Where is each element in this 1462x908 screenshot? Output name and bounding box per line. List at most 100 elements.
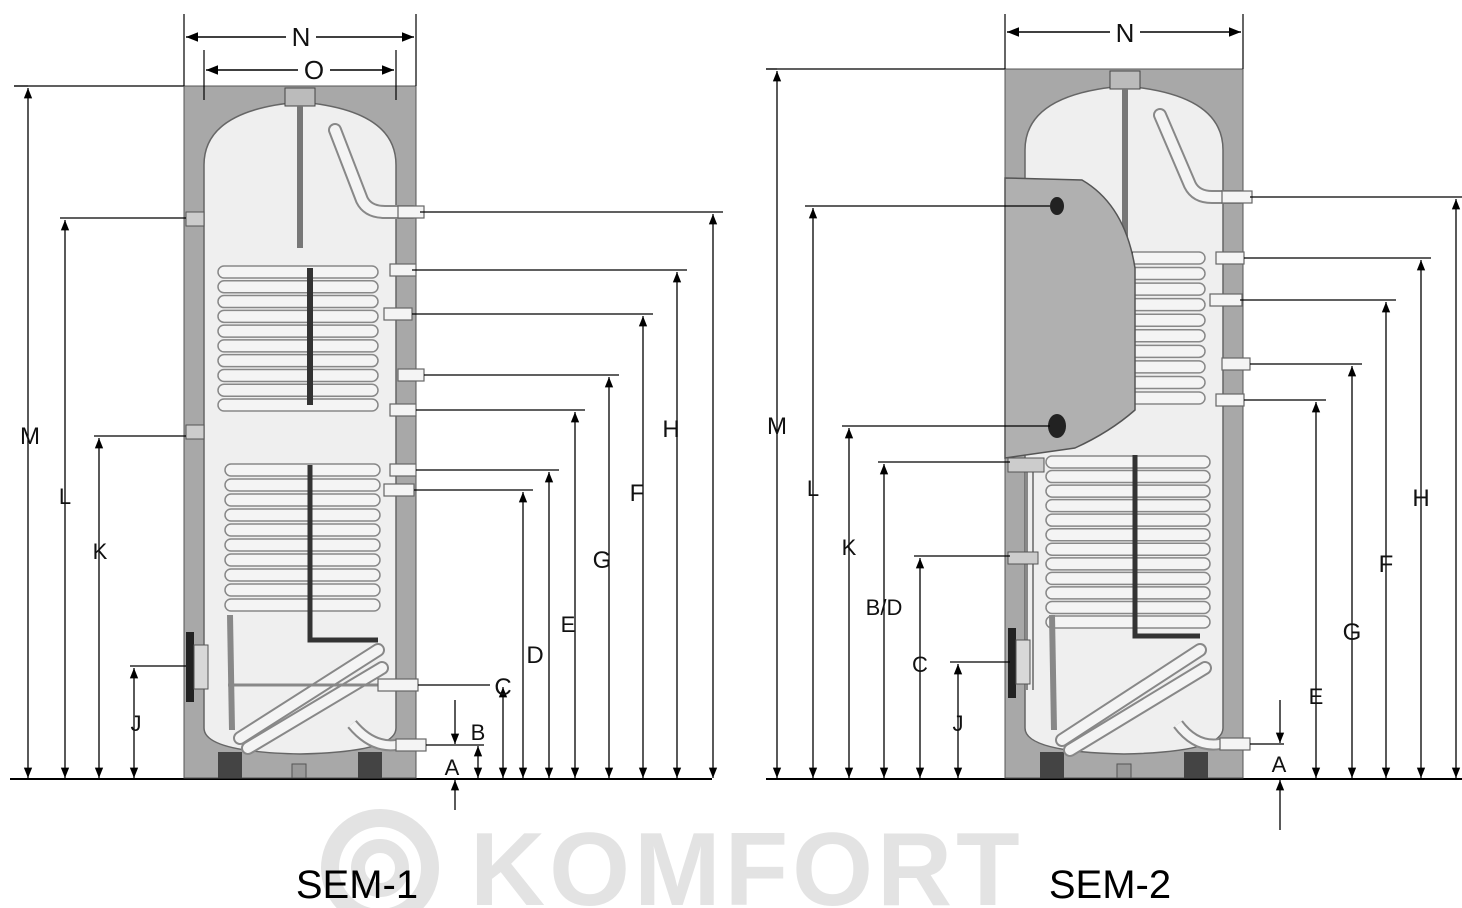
sem2-flange-cover: [1015, 639, 1031, 685]
sem2-upper-coil: [1125, 251, 1206, 405]
sem2-drawing: N M L K B/D C J A E G F H SEM-2: [766, 14, 1462, 907]
sem1-lower-coil-core: [307, 465, 378, 643]
connection-stub: [1215, 393, 1245, 407]
coil-turn: [217, 324, 379, 338]
sem1-dimension-lines: [14, 85, 723, 810]
sem1-dim-e-label: E: [561, 612, 576, 637]
sem2-width-dimensions: N: [1004, 14, 1244, 69]
coil-turn: [224, 598, 381, 612]
sem2-dim-k-label: K: [842, 535, 857, 560]
sem2-heating-element: [1026, 465, 1212, 757]
sem2-heat-pump-module: [1004, 177, 1136, 459]
sem2-socket-bd: [1007, 457, 1045, 473]
sem2-dimension-lines: [766, 68, 1462, 830]
connection-stub: [1219, 737, 1251, 751]
sem2-foot-left: [1040, 752, 1064, 778]
sem1-drawing: N O M L K J A B C D E G F H SEM-1: [10, 14, 723, 907]
coil-turn: [1045, 498, 1211, 513]
coil-turn: [224, 583, 381, 597]
sem1-connection-stubs: [377, 205, 427, 752]
coil-turn: [224, 478, 381, 492]
sem2-lower-coil: [1045, 455, 1211, 629]
coil-turn: [224, 523, 381, 537]
sem2-height-labels: M L K B/D C J A E G F H: [767, 413, 1430, 777]
coil-turn: [224, 463, 381, 477]
sem2-socket-c: [1007, 551, 1039, 565]
coil-turn: [217, 265, 379, 279]
coil-turn: [1125, 344, 1206, 359]
sem1-dim-j-label: J: [131, 711, 142, 736]
sem1-dim-l-label: L: [59, 484, 71, 509]
coil-turn: [217, 383, 379, 397]
connection-stub: [1215, 251, 1245, 265]
watermark-text: KOMFORT: [470, 812, 1024, 908]
sem2-dim-m-label: M: [767, 413, 787, 440]
sem2-lower-coil-core: [1132, 455, 1200, 639]
sem2-dim-f-label: F: [1379, 551, 1394, 578]
connection-stub: [389, 463, 417, 477]
sem1-dim-h-label: H: [662, 416, 679, 443]
coil-turn: [217, 339, 379, 353]
sem1-dim-g-label: G: [593, 547, 612, 574]
connection-stub: [1209, 293, 1243, 307]
sem1-dim-f-label: F: [630, 480, 645, 507]
sem2-title: SEM-2: [1049, 863, 1171, 907]
coil-turn: [1045, 484, 1211, 498]
sem2-dim-l-label: L: [807, 476, 819, 501]
coil-turn: [217, 280, 379, 294]
sem2-dim-e-label: E: [1309, 684, 1324, 709]
coil-turn: [224, 538, 381, 552]
coil-turn: [1125, 313, 1206, 327]
komfort-watermark: KOMFORT: [321, 809, 1024, 908]
sem1-width-o-label: O: [304, 55, 324, 85]
coil-turn: [1125, 375, 1206, 390]
sem2-width-n-label: N: [1116, 18, 1135, 48]
sem1-dim-m-label: M: [20, 423, 40, 450]
sem1-foot-right: [358, 752, 382, 778]
connection-stub: [383, 307, 413, 321]
sem1-drain: [291, 763, 307, 779]
coil-turn: [217, 353, 379, 368]
connection-stub: [389, 403, 417, 417]
sem2-dim-j-label: J: [953, 711, 964, 736]
sem1-socket-k: [185, 424, 205, 440]
coil-turn: [1045, 615, 1211, 629]
sem1-flange-cover: [193, 644, 209, 690]
coil-turn: [1125, 266, 1206, 281]
coil-turn: [1045, 571, 1211, 586]
coil-turn: [1125, 297, 1206, 312]
sem1-dim-b-label: B: [471, 720, 486, 745]
sem1-foot-left: [218, 752, 242, 778]
sem1-dim-k-label: K: [93, 539, 108, 564]
sem2-dim-h-label: H: [1412, 485, 1429, 512]
coil-turn: [224, 493, 381, 507]
sem1-height-labels: M L K J A B C D E G F H: [20, 416, 680, 780]
sem2-flange: [1008, 628, 1016, 698]
coil-turn: [217, 309, 379, 324]
coil-turn: [1045, 586, 1211, 600]
sem1-dim-c-label: C: [494, 674, 511, 701]
sem1-lower-coil: [224, 463, 381, 612]
coil-turn: [217, 368, 379, 383]
coil-turn: [224, 568, 381, 582]
sem2-dim-a-label: A: [1272, 752, 1287, 777]
coil-turn: [224, 508, 381, 522]
sem2-anode-socket: [1109, 70, 1141, 90]
coil-turn: [1125, 282, 1206, 296]
sem2-foot-right: [1184, 752, 1208, 778]
sem1-width-dimensions: N O: [183, 14, 417, 100]
coil-turn: [217, 398, 379, 412]
sem2-drain: [1116, 763, 1132, 779]
connection-stub: [1221, 190, 1253, 204]
coil-turn: [1045, 542, 1211, 557]
sem1-heating-element: [227, 614, 389, 755]
sem2-dim-g-label: G: [1343, 619, 1362, 646]
sem1-width-n-label: N: [292, 22, 311, 52]
connection-stub: [1221, 357, 1251, 371]
coil-turn: [1125, 360, 1206, 374]
connection-stub: [397, 368, 425, 382]
connection-stub: [395, 738, 427, 752]
coil-turn: [1045, 527, 1211, 542]
connection-stub: [377, 678, 419, 692]
